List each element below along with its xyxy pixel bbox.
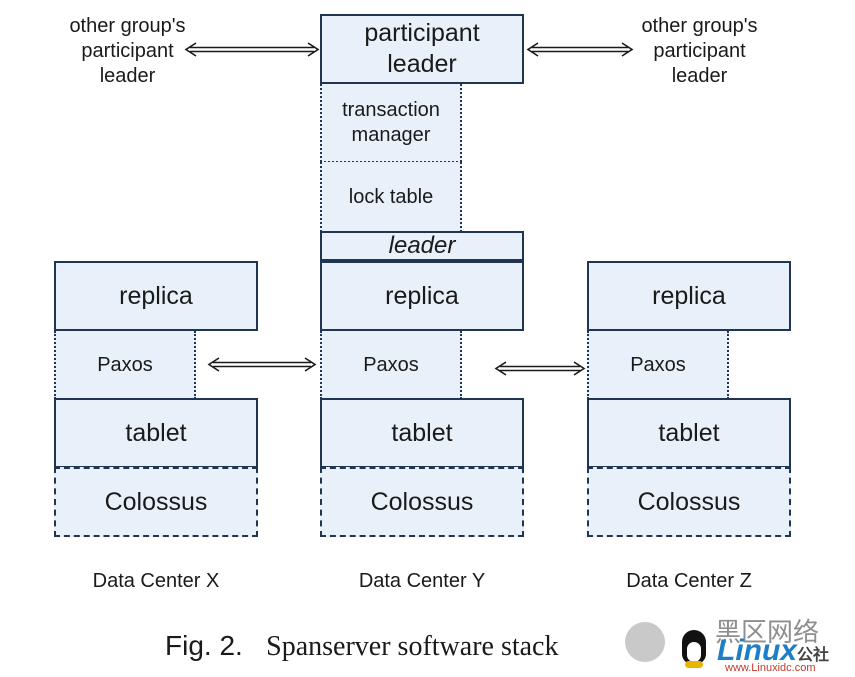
transaction-manager-box: transaction manager xyxy=(320,84,462,162)
participant-leader-box: participant leader xyxy=(320,14,524,84)
replica-box-x: replica xyxy=(54,261,258,331)
leader-box: leader xyxy=(320,231,524,261)
arrow-paxos-y-to-z xyxy=(494,361,586,376)
replica-label: replica xyxy=(652,281,726,310)
transaction-manager-label: transaction manager xyxy=(342,99,440,146)
watermark-brand-text: Linux xyxy=(717,634,797,667)
lock-table-label: lock table xyxy=(348,185,434,208)
arrow-participant-to-right-group xyxy=(526,42,634,57)
arrow-left-group-to-participant xyxy=(184,42,320,57)
tablet-label: tablet xyxy=(391,418,453,447)
watermark-logo-icon xyxy=(625,622,665,662)
colossus-box-y: Colossus xyxy=(320,467,524,537)
replica-label: replica xyxy=(119,281,193,310)
colossus-box-z: Colossus xyxy=(587,467,791,537)
paxos-label: Paxos xyxy=(363,353,419,376)
data-center-label-x: Data Center X xyxy=(92,570,220,592)
paxos-label: Paxos xyxy=(97,353,153,376)
replica-box-y: replica xyxy=(320,261,524,331)
watermark-brand: Linux公社 xyxy=(717,634,829,668)
tablet-label: tablet xyxy=(658,418,720,447)
paxos-box-z: Paxos xyxy=(587,331,729,399)
colossus-label: Colossus xyxy=(104,487,208,516)
lock-table-box: lock table xyxy=(320,162,462,232)
data-center-label-z: Data Center Z xyxy=(626,570,752,592)
figure-title: Spanserver software stack xyxy=(266,631,559,662)
figure-number: Fig. 2. xyxy=(165,630,243,661)
paxos-label: Paxos xyxy=(630,353,686,376)
left-other-group-label: other group's participant leader xyxy=(69,15,186,87)
right-other-group-label: other group's participant leader xyxy=(641,15,758,87)
paxos-box-y: Paxos xyxy=(320,331,462,399)
replica-box-z: replica xyxy=(587,261,791,331)
tablet-box-z: tablet xyxy=(587,398,791,468)
leader-label: leader xyxy=(388,232,456,259)
penguin-icon xyxy=(679,630,709,670)
watermark-suffix: 公社 xyxy=(797,647,830,664)
participant-leader-label: participant leader xyxy=(364,19,480,78)
watermark-chinese: 黑区网络 xyxy=(715,617,820,647)
colossus-label: Colossus xyxy=(637,487,741,516)
watermark-url: www.Linuxidc.com xyxy=(725,662,816,674)
watermark: 黑区网络 Linux公社 www.Linuxidc.com xyxy=(625,612,853,674)
colossus-box-x: Colossus xyxy=(54,467,258,537)
tablet-label: tablet xyxy=(125,418,187,447)
tablet-box-y: tablet xyxy=(320,398,524,468)
paxos-box-x: Paxos xyxy=(54,331,196,399)
data-center-label-y: Data Center Y xyxy=(358,570,486,592)
replica-label: replica xyxy=(385,281,459,310)
figure-caption: Fig. 2. Spanserver software stack xyxy=(165,630,559,663)
arrow-paxos-x-to-y xyxy=(207,357,317,372)
colossus-label: Colossus xyxy=(370,487,474,516)
